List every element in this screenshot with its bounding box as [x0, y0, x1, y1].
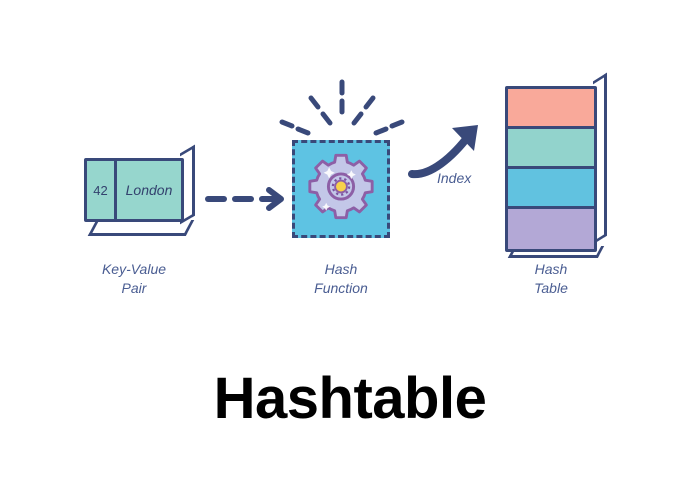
sparkle-rays-icon: [278, 76, 406, 143]
hash-table-caption: Hash Table: [481, 260, 621, 298]
value-cell: London: [125, 182, 173, 198]
key-value-pair-caption: Key-Value Pair: [64, 260, 204, 298]
hash-table-slot-0: [508, 89, 594, 129]
hash-function-block: [292, 140, 390, 238]
hash-table-slot-1: [508, 129, 594, 169]
caption-line-2: Table: [534, 280, 568, 296]
key-value-box-bottom-face: [87, 220, 195, 236]
caption-line-2: Pair: [121, 280, 147, 296]
hash-function-caption: Hash Function: [271, 260, 411, 298]
dashed-arrow-right-icon: [205, 186, 287, 217]
curved-arrow-right-icon: [408, 118, 500, 187]
key-cell: 42: [87, 161, 117, 219]
caption-line-2: Function: [314, 280, 368, 296]
hash-function-square: [292, 140, 390, 238]
gear-icon: [304, 150, 378, 229]
caption-line-1: Key-Value: [101, 261, 167, 277]
hash-table-slot-3: [508, 209, 594, 249]
page-title: Hashtable: [213, 366, 487, 431]
hash-table-slot-2: [508, 169, 594, 209]
index-label: Index: [437, 170, 472, 186]
key-value-box-front-face: 42 London: [84, 158, 184, 222]
hash-table-front-face: [505, 86, 597, 252]
caption-line-1: Hash: [324, 261, 358, 277]
caption-line-1: Hash: [534, 261, 568, 277]
